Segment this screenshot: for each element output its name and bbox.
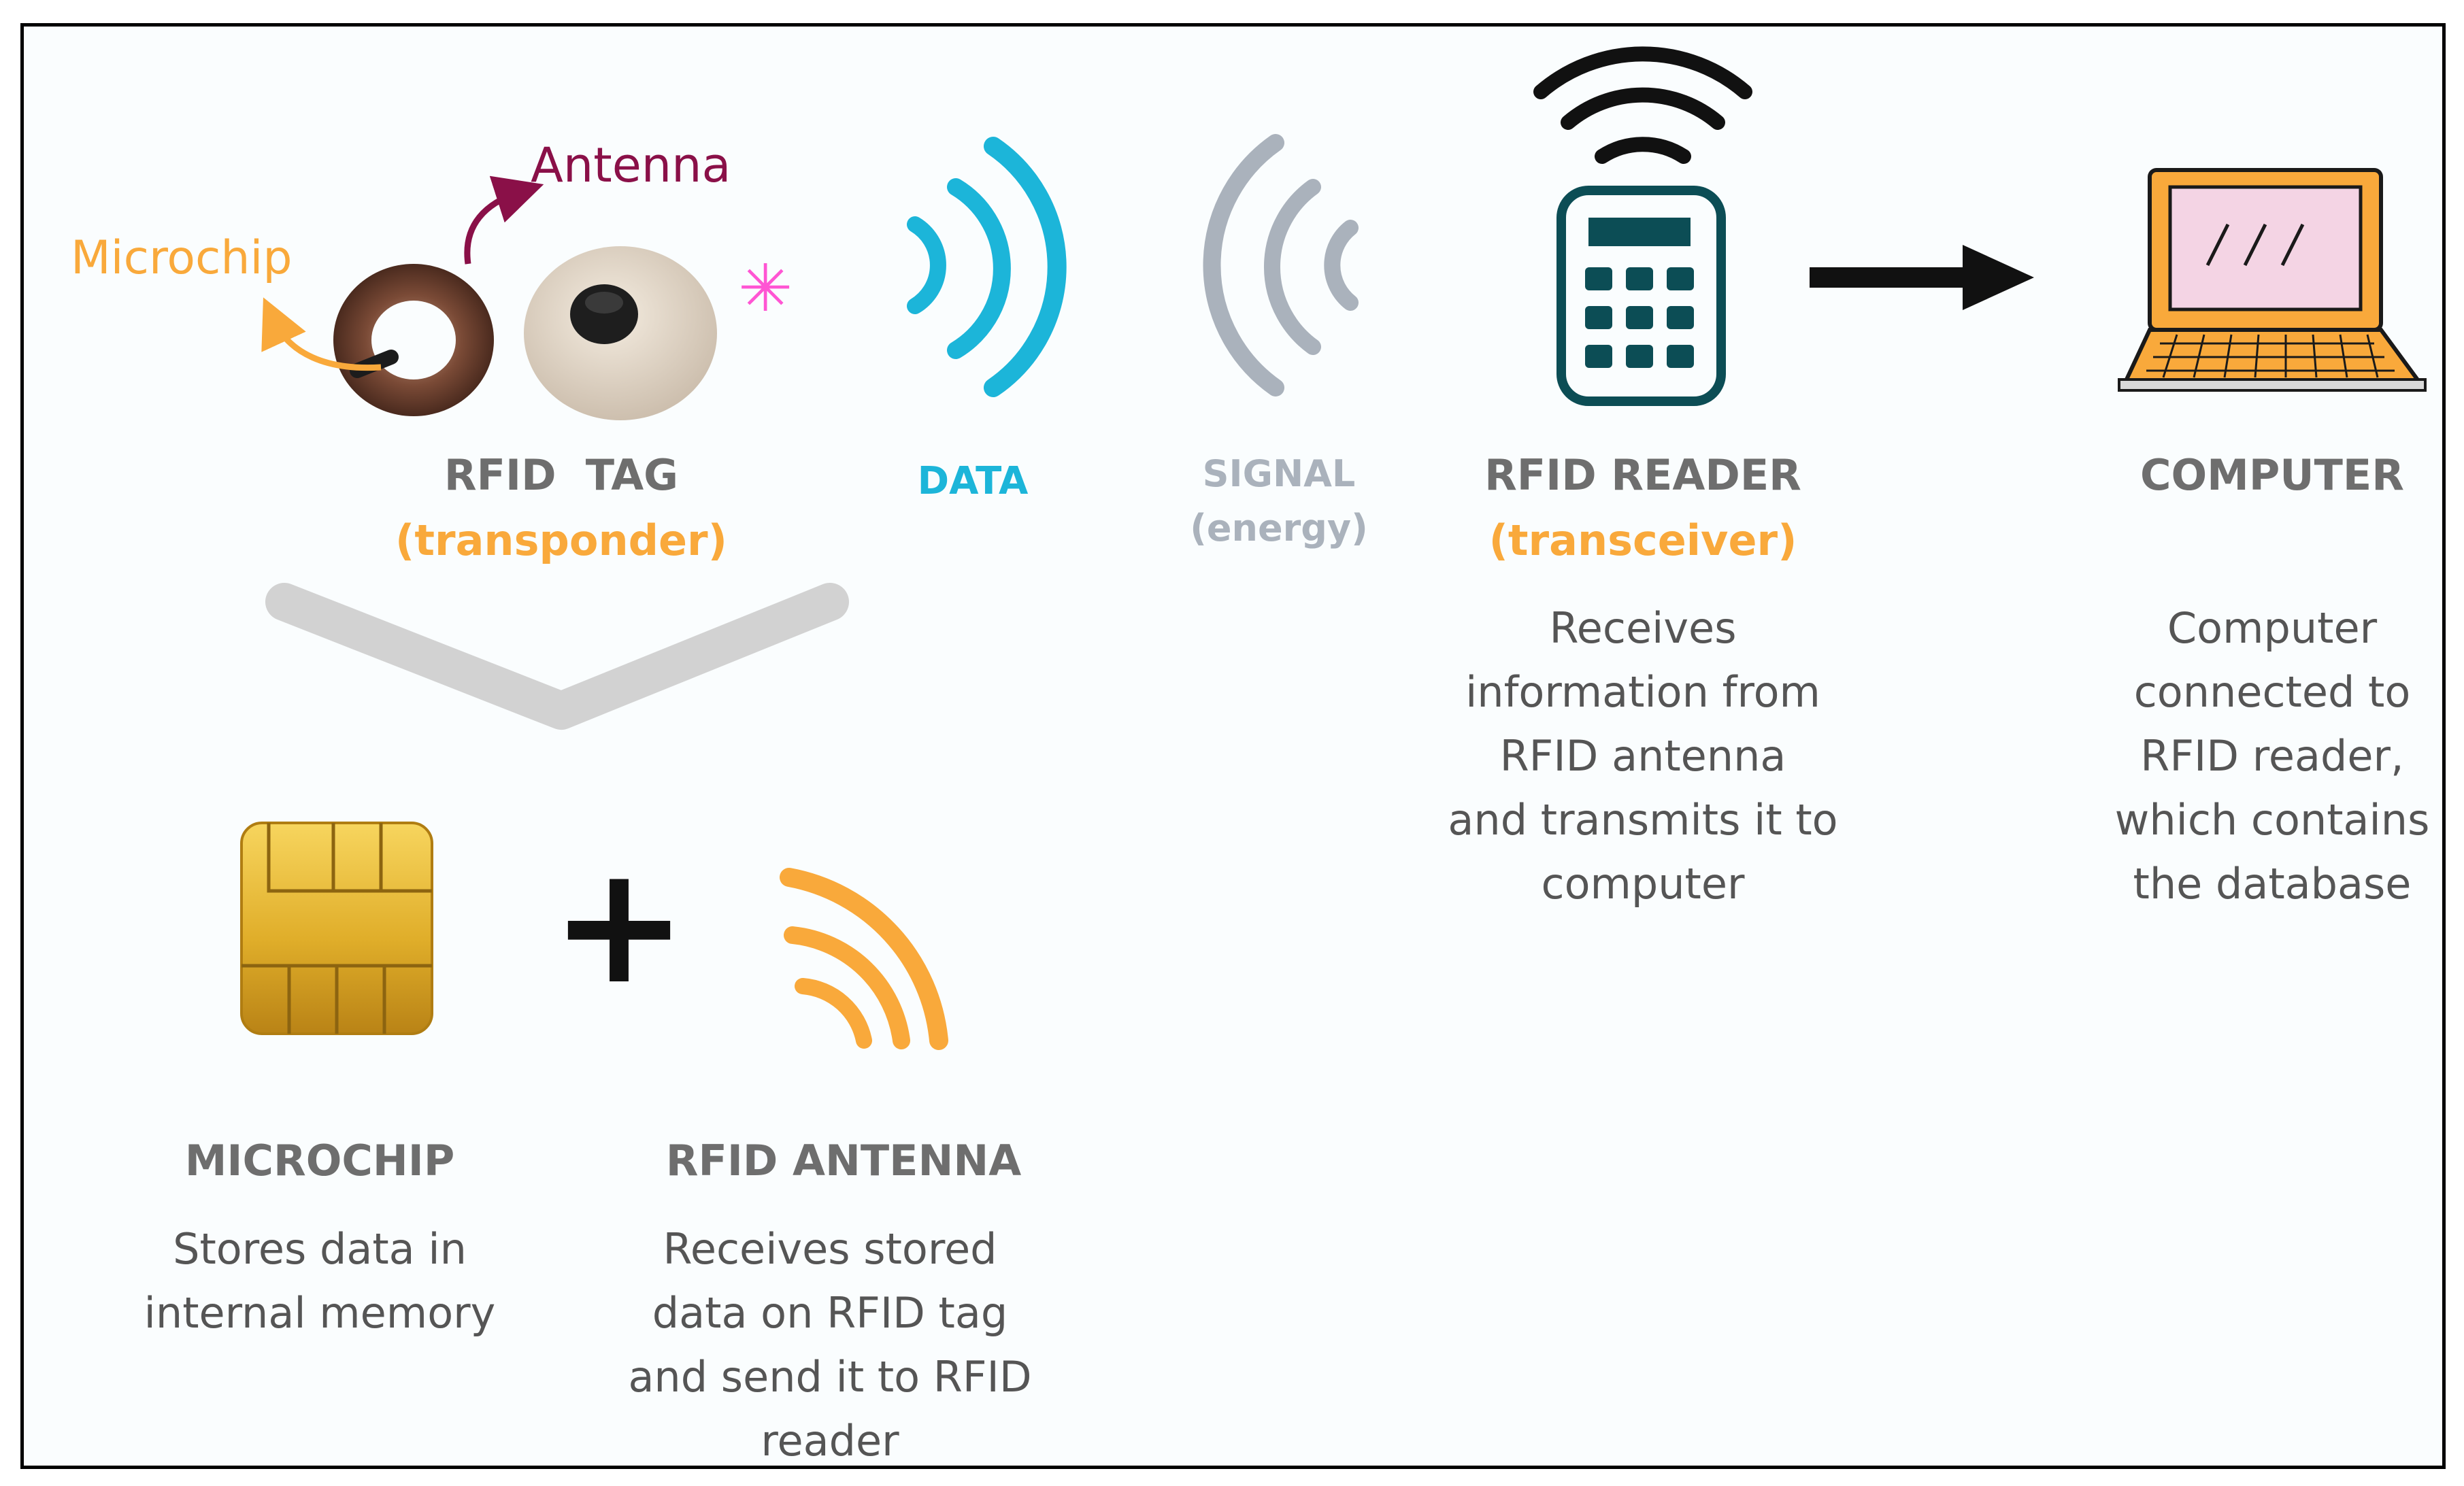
plus-symbol: + (550, 830, 688, 1020)
rfid-tag-image (333, 246, 717, 420)
microchip-callout-label: Microchip (71, 231, 293, 285)
rfid-tag-subtitle: (transponder) (395, 516, 727, 565)
microchip-icon (240, 822, 433, 1035)
reader-to-computer-arrow (1810, 245, 2034, 310)
data-wave-icon (907, 137, 1067, 397)
rfid-reader-subtitle: (transceiver) (1488, 516, 1797, 565)
antenna-callout-label: Antenna (531, 137, 731, 193)
signal-sublabel: (energy) (1190, 507, 1368, 550)
data-label: DATA (917, 459, 1029, 503)
microchip-title: MICROCHIP (184, 1136, 455, 1185)
microchip-description: Stores data in internal memory (144, 1224, 496, 1338)
diagram-frame (20, 23, 2446, 1469)
rfid-reader-description: Receives information from RFID antenna a… (1448, 603, 1838, 909)
signal-label: SIGNAL (1202, 452, 1356, 495)
rfid-antenna-title: RFID ANTENNA (665, 1136, 1022, 1185)
computer-icon (2118, 168, 2427, 392)
expansion-chevron (265, 583, 849, 730)
antenna-pointer-arrow (464, 175, 544, 265)
computer-description: Computer connected to RFID reader, which… (2114, 603, 2430, 909)
rfid-reader-title: RFID READER (1484, 450, 1801, 500)
rfid-tag-title: RFID TAG (444, 450, 679, 500)
microchip-pointer-arrow (261, 297, 382, 371)
rfid-antenna-description: Receives stored data on RFID tag and sen… (628, 1224, 1032, 1466)
rfid-reader-icon (1533, 46, 1752, 406)
signal-wave-icon (1203, 134, 1359, 396)
computer-title: COMPUTER (2140, 450, 2405, 500)
rfid-antenna-icon (780, 868, 948, 1050)
sparkle-icon: ✳ (738, 250, 793, 326)
